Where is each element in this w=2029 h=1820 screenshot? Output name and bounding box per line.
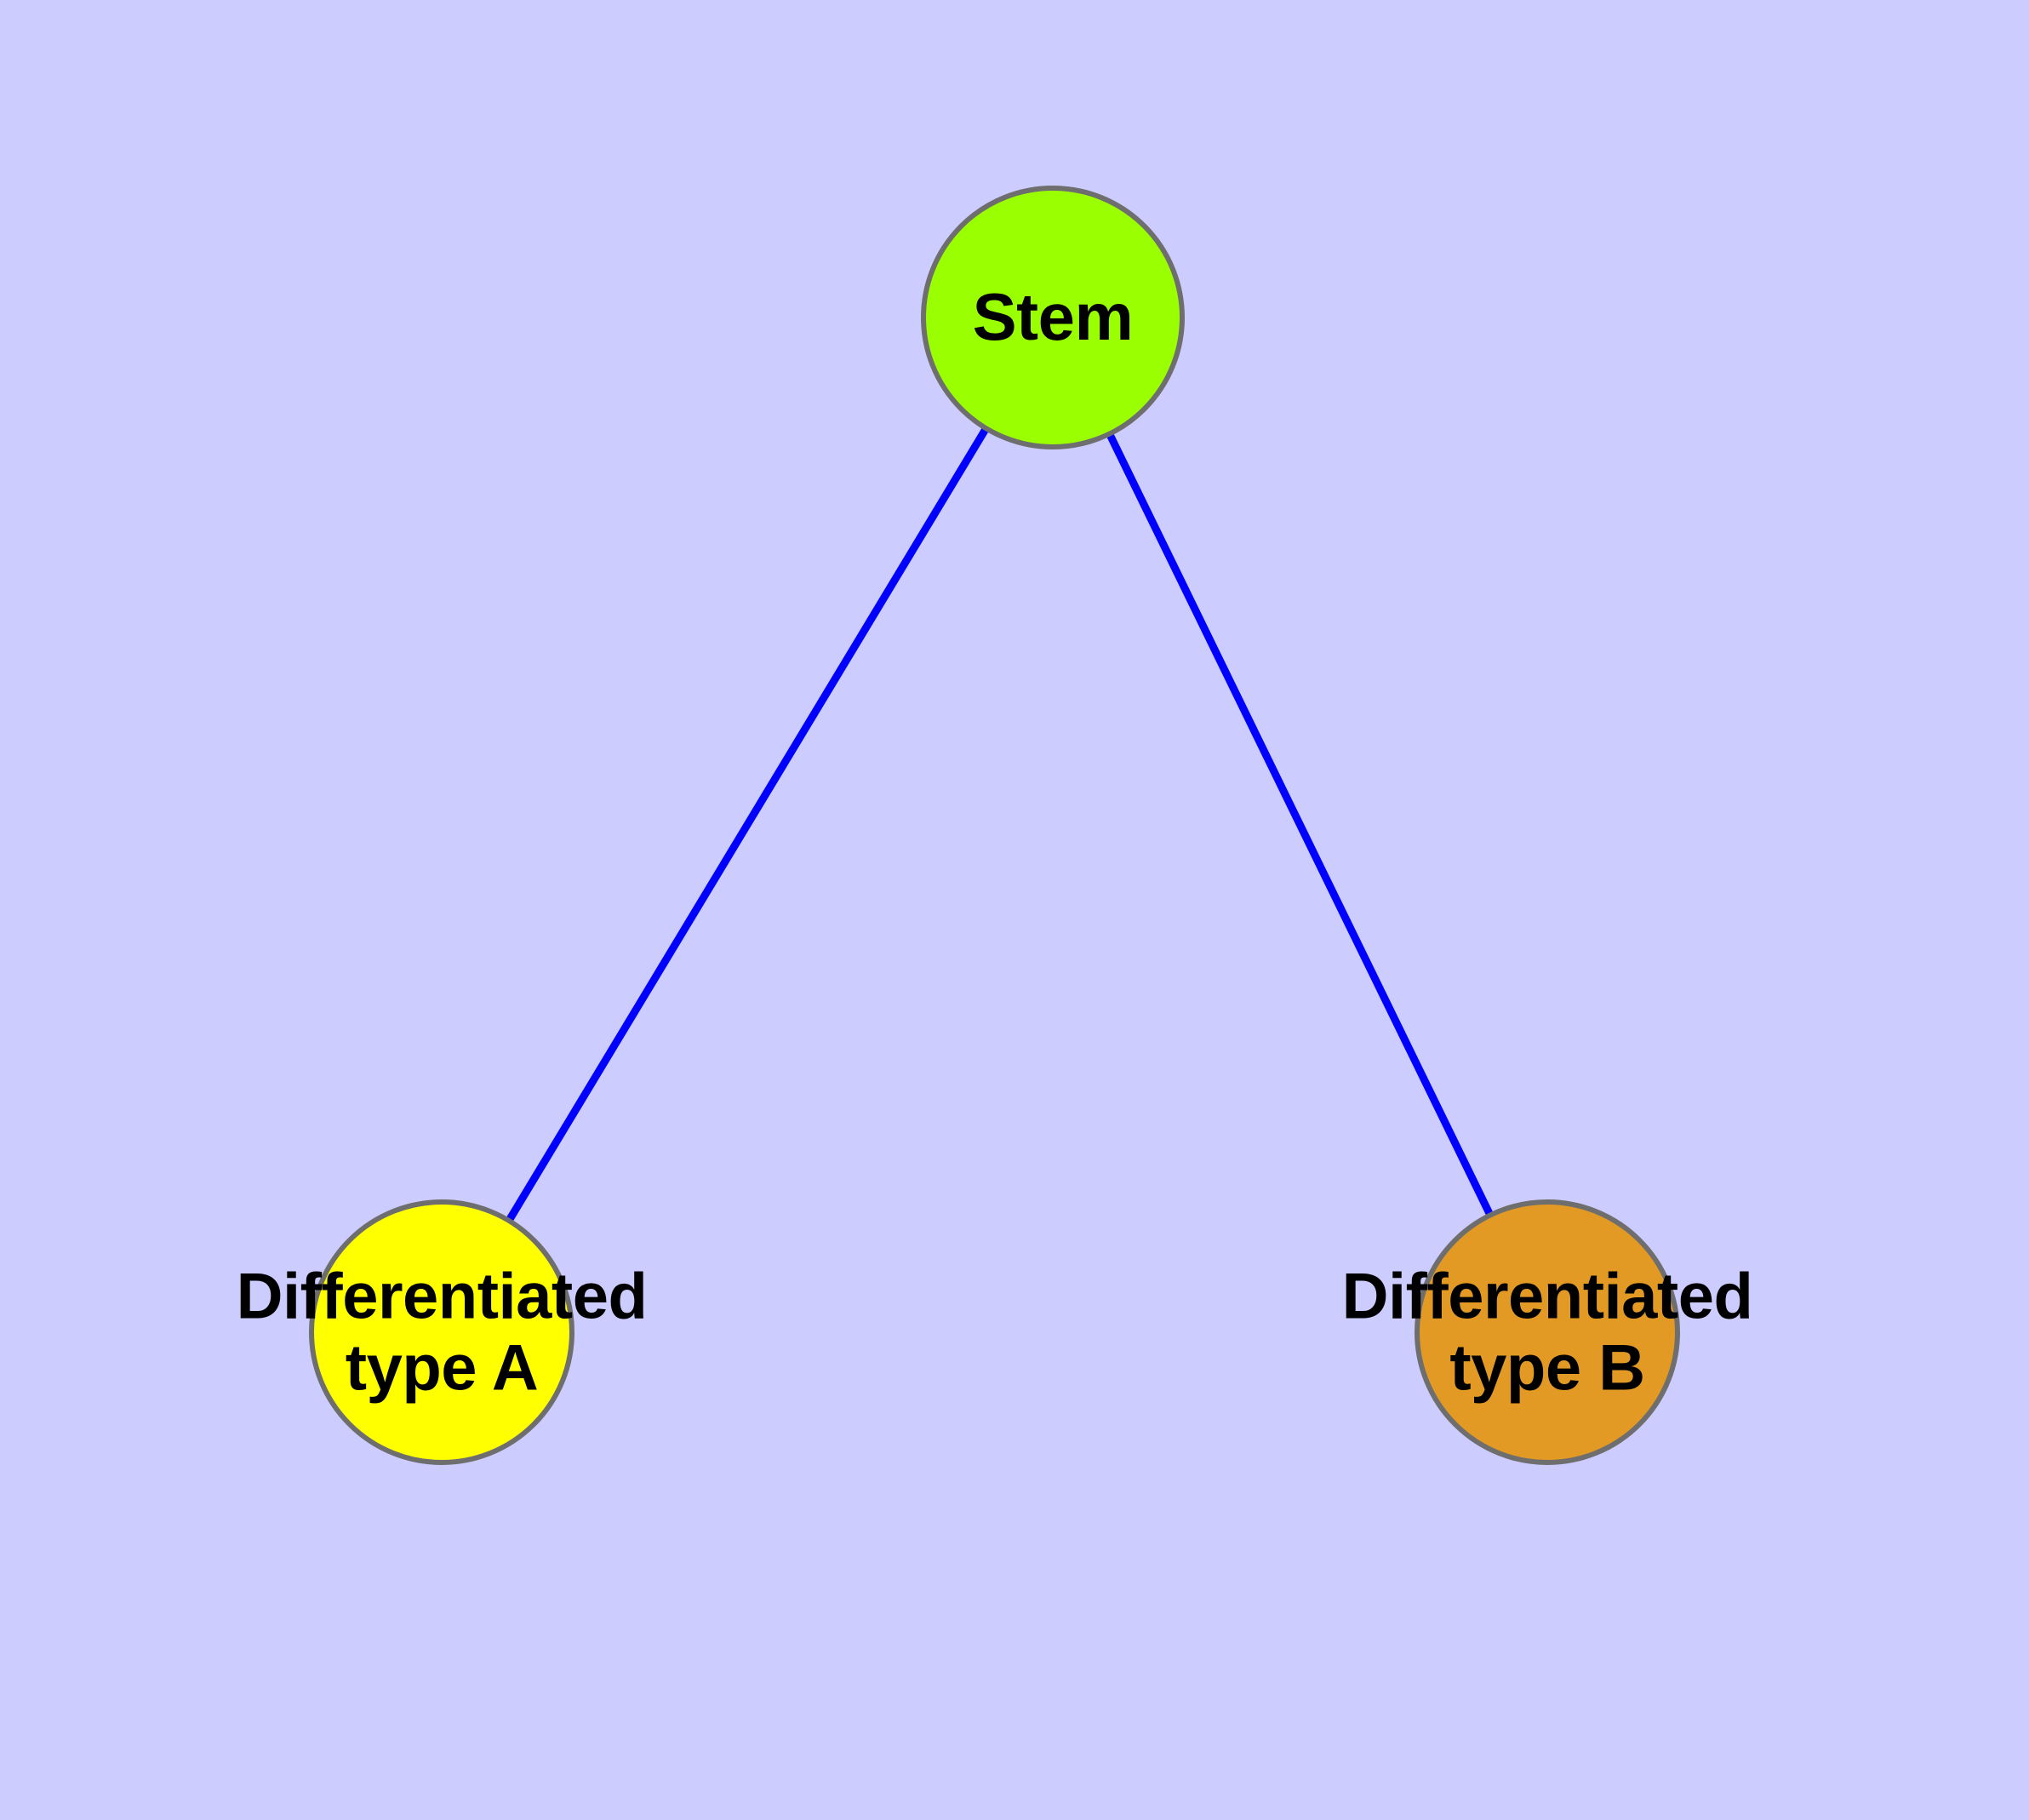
node-layer xyxy=(309,186,1680,1465)
graph-edge[interactable] xyxy=(504,423,992,1226)
graph-edge[interactable] xyxy=(1104,429,1495,1221)
graph-node-diff-a[interactable] xyxy=(309,1199,574,1465)
graph-node-diff-b[interactable] xyxy=(1415,1199,1680,1465)
edge-layer xyxy=(504,423,1495,1226)
graph-node-stem[interactable] xyxy=(921,186,1185,449)
